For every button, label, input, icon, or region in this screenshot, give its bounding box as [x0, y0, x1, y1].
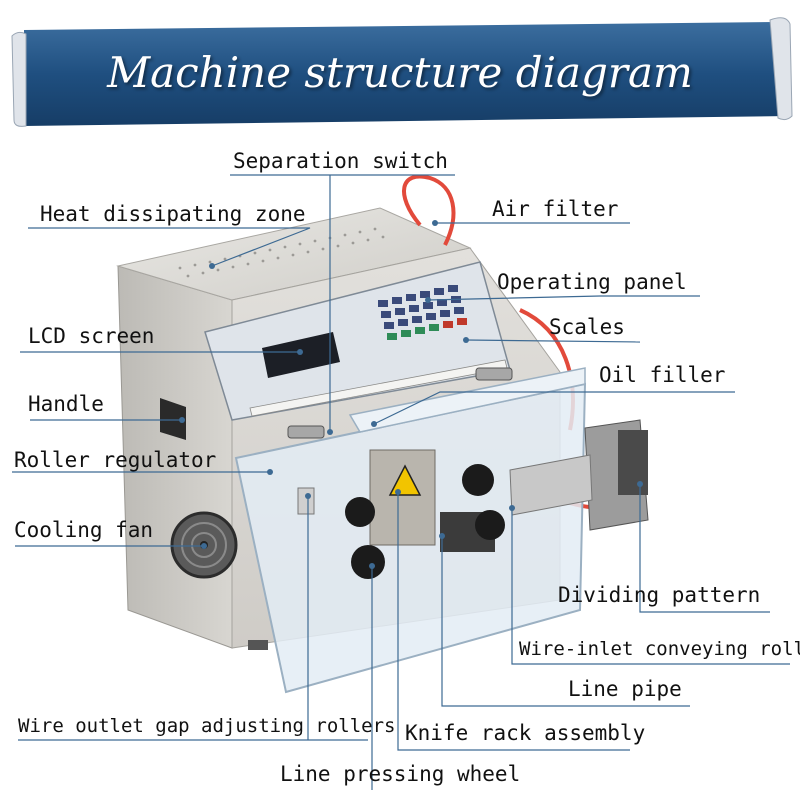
banner-scroll-shape: [24, 22, 790, 126]
label-roller-regulator: Roller regulator: [14, 448, 217, 472]
roller-left-top: [345, 497, 375, 527]
label-dividing-pattern: Dividing pattern: [558, 583, 761, 607]
label-operating-panel: Operating panel: [497, 270, 687, 294]
label-cooling-fan: Cooling fan: [14, 518, 154, 542]
label-handle: Handle: [28, 392, 104, 416]
label-wire-outlet-gap-adjusting-rollers: Wire outlet gap adjusting rollers: [18, 715, 396, 737]
roller-left-bottom: [351, 545, 385, 579]
label-knife-rack-assembly: Knife rack assembly: [405, 721, 646, 745]
label-lcd-screen: LCD screen: [28, 324, 155, 348]
banner-curl-left: [11, 31, 27, 127]
label-separation-switch: Separation switch: [233, 149, 448, 173]
label-heat-dissipating-zone: Heat dissipating zone: [40, 202, 306, 226]
roller-right-top: [462, 464, 494, 496]
handle-shape: [160, 398, 186, 440]
label-air-filter: Air filter: [492, 197, 619, 221]
label-line-pipe: Line pipe: [568, 677, 682, 701]
label-wire-inlet-conveying-rollers: Wire-inlet conveying rollers: [519, 638, 800, 660]
banner-curl-right: [769, 17, 793, 121]
label-line-pressing-wheel: Line pressing wheel: [280, 762, 521, 786]
knife-rack-shape: [369, 449, 436, 546]
label-oil-filler: Oil filler: [599, 363, 726, 387]
roller-right-bottom: [475, 510, 505, 540]
page-title: Machine structure diagram: [107, 48, 693, 97]
label-scales: Scales: [549, 315, 625, 339]
title-banner: [11, 17, 793, 127]
